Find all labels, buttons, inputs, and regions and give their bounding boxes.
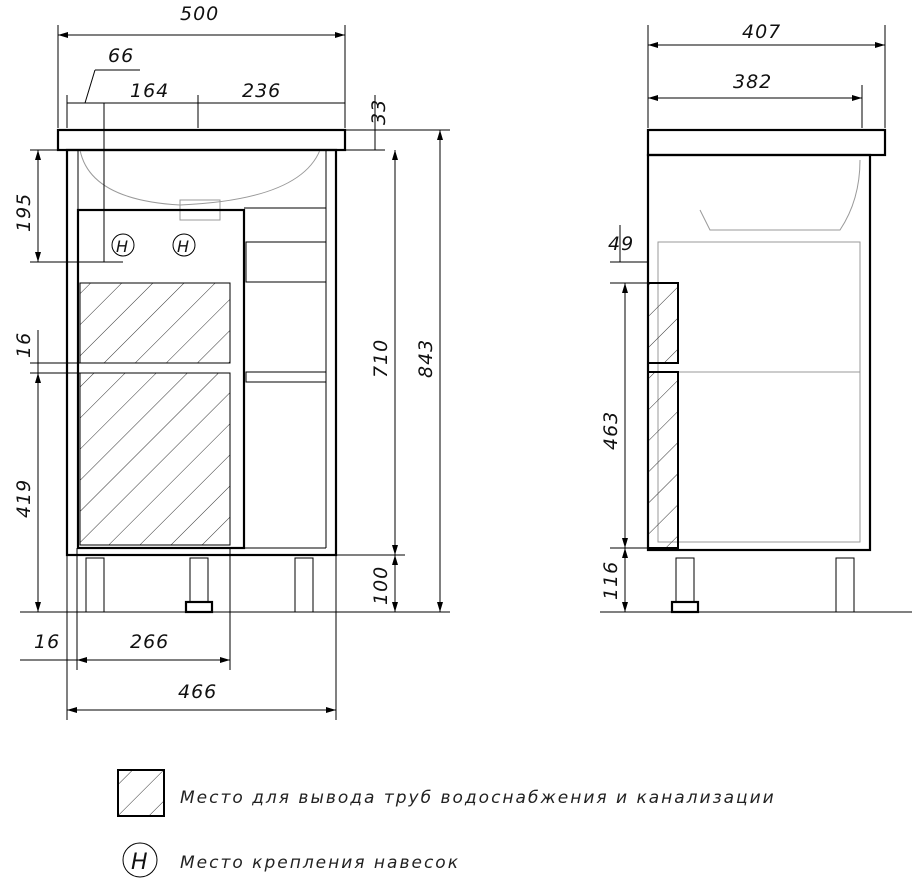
pipe-outlet-area [79, 282, 231, 364]
door [76, 208, 246, 550]
side-view: 407 382 49 463 116 [600, 21, 912, 614]
hatch-swatch [117, 769, 165, 817]
leg [675, 557, 695, 603]
svg-text:H: H [177, 237, 190, 256]
svg-text:Место для вывода труб водоснаб: Место для вывода труб водоснабжения и ка… [180, 788, 776, 808]
legend: Место для вывода труб водоснабжения и ка… [117, 769, 776, 878]
leg [189, 557, 209, 603]
mount-point-right: H [172, 233, 196, 257]
countertop [56, 128, 347, 152]
pipe-outlet-area-side [647, 371, 679, 549]
dim-843: 843 [415, 339, 437, 378]
dim-164: 164 [130, 80, 169, 102]
pipe-outlet-area-side [647, 282, 679, 364]
leg [294, 557, 314, 613]
dim-710: 710 [370, 339, 392, 378]
cabinet-side [646, 153, 872, 552]
dim-33: 33 [368, 99, 390, 125]
shelf [245, 371, 327, 383]
mount-symbol-icon [122, 842, 158, 878]
svg-text:H: H [116, 237, 129, 256]
dim-463: 463 [600, 411, 622, 450]
dim-16: 16 [13, 332, 35, 358]
dim-195: 195 [13, 193, 35, 232]
dim-419: 419 [13, 479, 35, 518]
dim-466: 466 [178, 681, 217, 703]
legend-item-mount-point: H Место крепления навесок [122, 842, 460, 878]
leg [835, 557, 855, 613]
shelf [245, 241, 327, 283]
dim-500: 500 [180, 3, 219, 25]
dim-236: 236 [242, 80, 281, 102]
dim-49: 49 [608, 233, 634, 255]
dim-407: 407 [742, 21, 781, 43]
leg [85, 557, 105, 613]
cabinet-body [65, 148, 338, 557]
dim-116: 116 [600, 561, 622, 600]
countertop-side [646, 128, 887, 157]
dim-66: 66 [108, 45, 134, 67]
dim-16-bottom: 16 [34, 631, 60, 653]
dim-382: 382 [733, 71, 772, 93]
dim-266: 266 [130, 631, 169, 653]
pipe-outlet-area [79, 372, 231, 546]
svg-text:H: H [131, 850, 149, 875]
legend-item-pipe-outlet: Место для вывода труб водоснабжения и ка… [117, 769, 776, 817]
front-view: H H [13, 3, 450, 720]
mount-point-left: H [111, 233, 135, 257]
dim-100: 100 [370, 566, 392, 605]
sink-bowl [79, 149, 321, 206]
svg-text:Место крепления навесок: Место крепления навесок [180, 853, 460, 873]
